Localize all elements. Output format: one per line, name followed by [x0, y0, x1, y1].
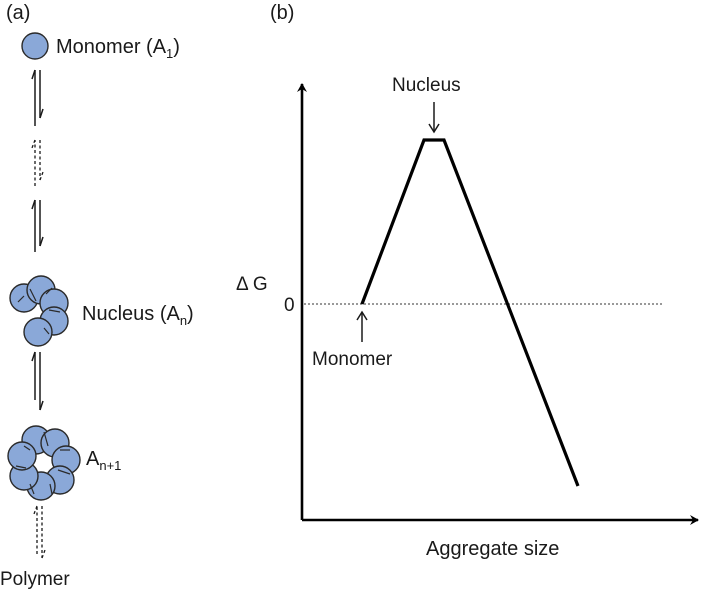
monomer-bead — [21, 32, 49, 60]
panel-b-label: (b) — [270, 2, 294, 24]
zero-tick-label: 0 — [284, 295, 295, 316]
panel-a-label: (a) — [6, 2, 30, 24]
ring-cluster — [7, 425, 81, 501]
nucleus-annotation: Nucleus — [392, 75, 461, 96]
nucleus-pointer-arrow — [428, 102, 440, 134]
monomer-label: Monomer (A1) — [56, 36, 180, 61]
equilibrium-arrow-solid — [31, 199, 44, 252]
nucleus-label: Nucleus (An) — [82, 303, 194, 328]
monomer-pointer-arrow — [356, 310, 368, 342]
y-axis-label: Δ G — [236, 274, 268, 295]
equilibrium-arrow-dashed — [31, 139, 44, 186]
monomer-annotation: Monomer — [312, 349, 393, 370]
nucleus-cluster — [9, 275, 69, 347]
next-aggregate-label: An+1 — [86, 448, 121, 473]
equilibrium-arrow-solid — [31, 351, 44, 411]
x-axis-label: Aggregate size — [426, 538, 559, 560]
polymer-label: Polymer — [0, 569, 70, 590]
free-energy-curve — [360, 138, 580, 487]
equilibrium-arrow-dashed — [33, 505, 46, 559]
equilibrium-arrow-solid — [31, 69, 44, 126]
